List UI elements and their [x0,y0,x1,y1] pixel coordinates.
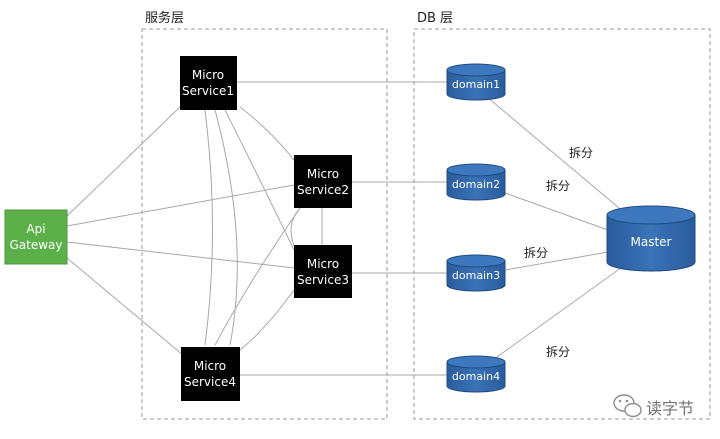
edge-gateway-service3 [66,241,295,269]
edge-domain2-master [504,192,609,231]
watermark-text: 读字节 [646,399,694,418]
microservice3-label-line2: Service3 [297,273,349,287]
split-label-domain4: 拆分 [546,344,570,359]
service-layer-label: 服务层 [145,10,184,26]
domain4-db[interactable]: domain4 [446,355,506,393]
domain3-label: domain3 [452,269,500,282]
edge-service1-service4-b [214,109,238,346]
microservice2-label-line1: Micro [307,167,339,181]
microservice1-label-line2: Service1 [182,84,234,98]
microservice4-node[interactable]: Micro Service4 [181,347,240,401]
edge-service2-service3-curve [290,207,301,249]
microservice3-node[interactable]: Micro Service3 [294,245,352,298]
microservice4-label-line2: Service4 [184,375,236,389]
edge-service1-service3 [224,109,295,251]
db-layer-box [413,28,711,420]
microservice3-label-line1: Micro [307,257,339,271]
edge-gateway-service4 [66,257,184,356]
db-layer-label: DB 层 [417,11,453,26]
domain3-db[interactable]: domain3 [446,254,506,292]
split-label-domain3: 拆分 [524,245,548,260]
edge-gateway-service1 [66,106,181,217]
watermark: 读字节 [613,394,694,418]
master-label: Master [631,235,672,249]
master-db[interactable]: Master [606,205,696,272]
microservice4-label-line1: Micro [194,359,226,373]
edge-domain3-master [504,251,609,271]
domain2-label: domain2 [452,178,500,191]
microservice1-label-line1: Micro [192,68,224,82]
api-gateway-label-line2: Gateway [9,238,62,252]
service-layer-box [141,28,388,420]
split-label-domain2: 拆分 [546,178,570,193]
domain4-label: domain4 [452,370,500,383]
domain1-label: domain1 [452,78,500,91]
edge-domain1-master [486,96,626,214]
api-gateway-label-line1: Api [26,222,45,236]
edge-service2-service4 [214,207,301,346]
edge-service1-service2 [239,106,295,161]
microservice1-node[interactable]: Micro Service1 [180,56,237,110]
domain1-db[interactable]: domain1 [446,63,506,101]
microservice2-label-line2: Service2 [297,183,349,197]
edge-service1-service4-a [204,109,213,346]
api-gateway-node[interactable]: Api Gateway [4,209,68,265]
connection-lines [66,81,626,376]
microservice2-node[interactable]: Micro Service2 [294,155,352,208]
domain2-db[interactable]: domain2 [446,163,506,201]
edge-domain4-master [489,264,626,363]
edge-service3-service4 [239,289,295,351]
wechat-icon [613,394,642,418]
split-label-domain1: 拆分 [569,145,593,160]
edge-gateway-service2 [66,184,295,227]
